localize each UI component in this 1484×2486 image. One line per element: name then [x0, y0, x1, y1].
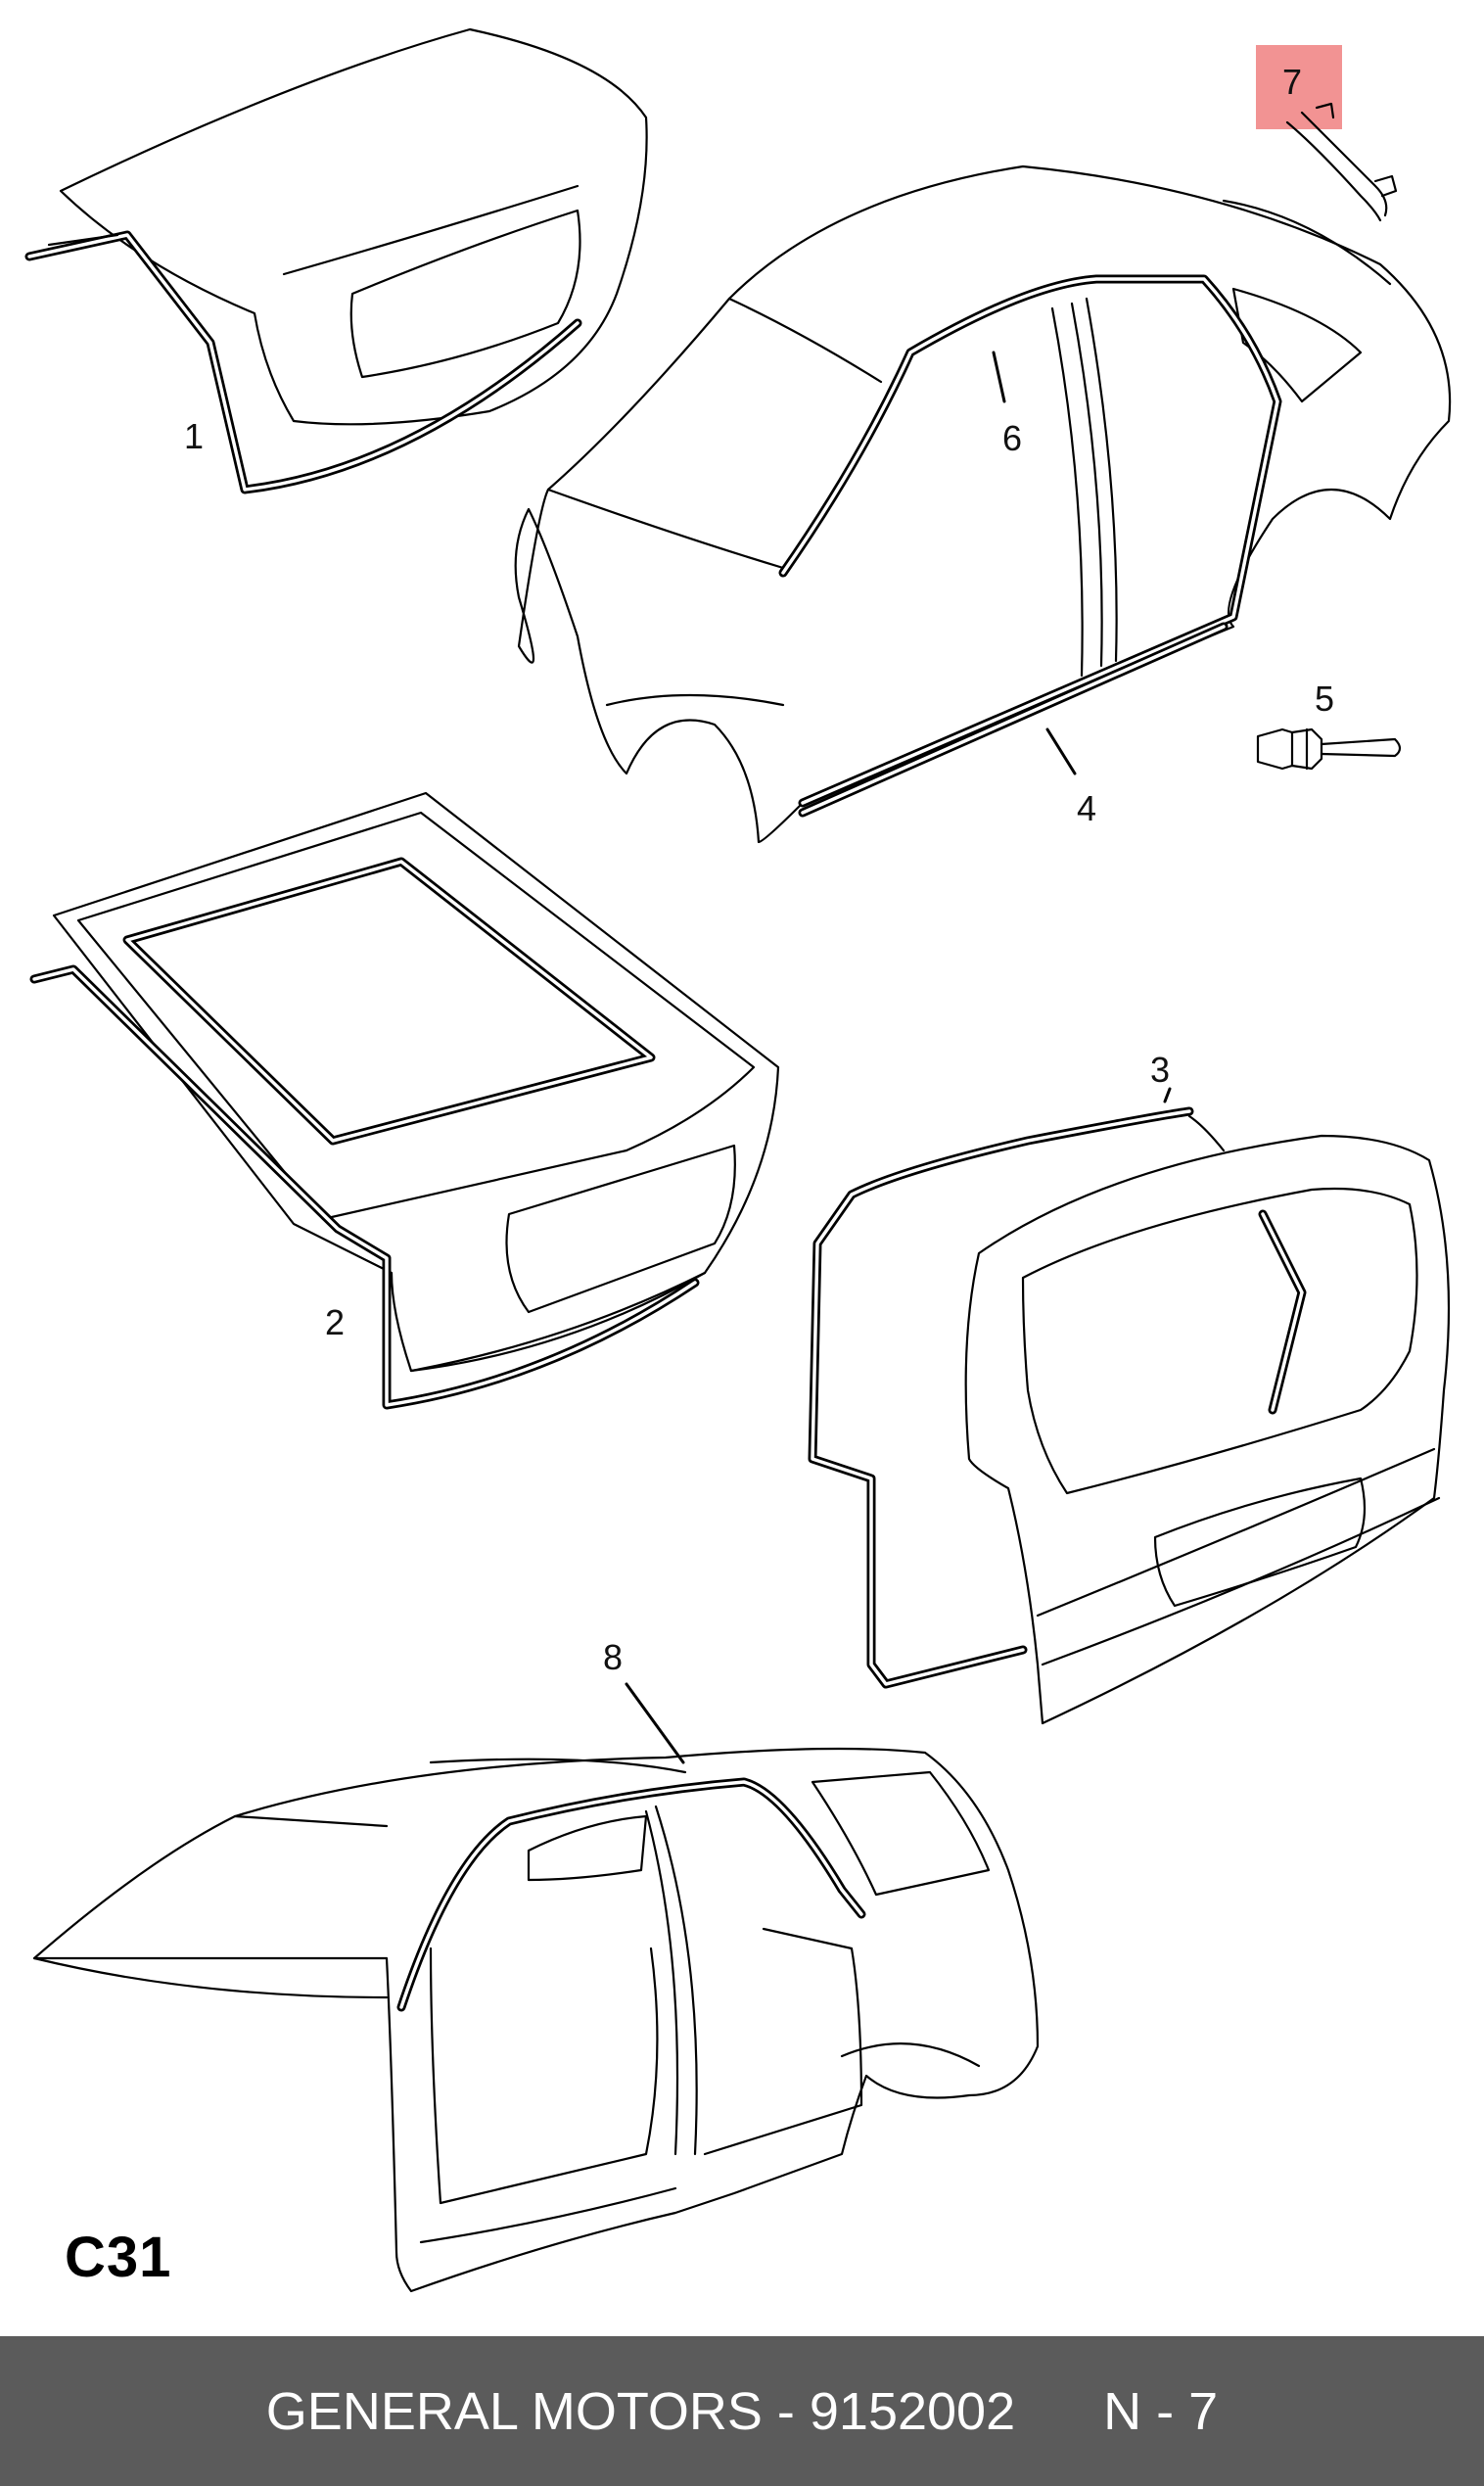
callout-1: 1	[184, 416, 204, 456]
estate-body	[32, 1682, 1040, 2293]
footer-gap	[1015, 2381, 1103, 2442]
footer-page: N - 7	[1103, 2381, 1219, 2441]
callout-7: 7	[1282, 62, 1302, 102]
callout-4: 4	[1077, 788, 1096, 828]
callout-3: 3	[1150, 1050, 1170, 1090]
footer-bar: GENERAL MOTORS - 9152002 N - 7	[0, 2336, 1484, 2486]
pin-part-5	[1256, 727, 1402, 771]
tailgate-assembly	[808, 1087, 1451, 1725]
callout-8: 8	[603, 1637, 623, 1677]
parts-diagram: 1 2 3 4 5 6 7 8	[24, 27, 1452, 2293]
trunk-lid-assembly	[24, 27, 648, 494]
clip-part-7	[1256, 45, 1398, 222]
highlight-box	[1256, 45, 1342, 129]
callout-5: 5	[1315, 679, 1334, 719]
callout-2: 2	[325, 1302, 345, 1342]
footer-part-number: 9152002	[809, 2381, 1016, 2441]
footer-brand: GENERAL MOTORS	[265, 2381, 763, 2441]
diagram-code: C31	[65, 2226, 172, 2289]
callout-6: 6	[1002, 418, 1022, 458]
sedan-body	[514, 164, 1452, 844]
footer-separator: -	[762, 2381, 810, 2441]
hatchback-lid-assembly	[29, 791, 780, 1410]
